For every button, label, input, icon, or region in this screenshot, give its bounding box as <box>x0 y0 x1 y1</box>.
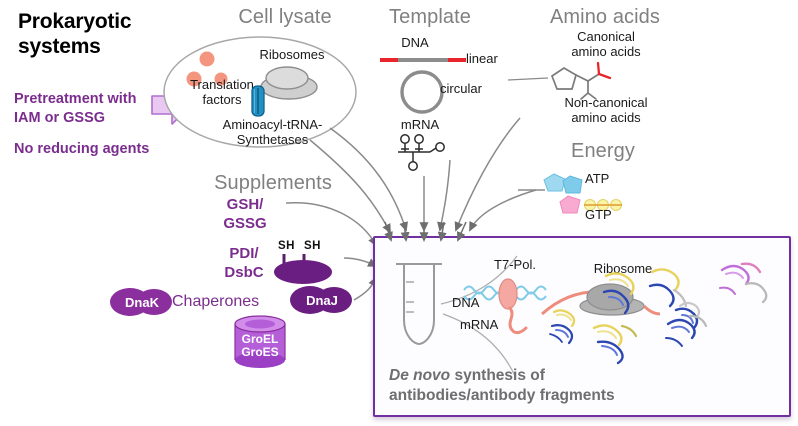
synthetases-line2: Synthetases <box>236 131 309 147</box>
antibody-fragment-icon <box>602 272 635 315</box>
linear-dna-icon <box>380 58 466 62</box>
pdi-line1: PDI/ <box>229 245 259 262</box>
nucleotide-icon <box>543 173 622 214</box>
note-pretreatment-line1: Pretreatment with <box>14 91 137 107</box>
noncanonical-line2: amino acids <box>571 109 641 125</box>
canonical-line2: amino acids <box>571 43 641 59</box>
circular-dna-icon <box>400 70 444 114</box>
note-pretreatment: Pretreatment with IAM or GSSG <box>14 90 164 127</box>
figure-title-line1: Prokaryotic <box>18 10 132 33</box>
reaction-tube-icon <box>396 263 442 346</box>
transcription-icon <box>463 278 547 335</box>
label-gsh-gssg: GSH/ GSSG <box>210 196 280 234</box>
pdi-line2: DsbC <box>224 263 264 281</box>
label-ribosomes: Ribosomes <box>259 47 325 62</box>
caption-line1: De novo synthesis of <box>389 366 689 386</box>
label-reaction-ribosome: Ribosome <box>593 261 653 276</box>
groel-label: GroEL <box>242 332 279 346</box>
dnaj-icon: DnaJ <box>290 286 352 314</box>
translation-factors-line1: Translation <box>190 77 254 92</box>
gsh-line1: GSH/ <box>226 196 264 213</box>
pdi-dsbc-icon <box>274 254 332 284</box>
antibody-colored-icon <box>719 262 768 304</box>
caption-rest: synthesis of <box>450 367 545 384</box>
label-sh-right: SH <box>304 240 321 252</box>
groel-groes-icon: GroEL GroES <box>234 315 286 368</box>
caption-italic: De novo <box>389 367 451 384</box>
label-translation-factors: Translation factors <box>176 77 268 108</box>
dnak-label: DnaK <box>125 295 160 310</box>
gsh-line2: GSSG <box>223 214 267 232</box>
translation-factors-line2: factors <box>202 91 242 107</box>
label-chaperones: Chaperones <box>172 293 260 310</box>
reaction-box <box>373 236 791 417</box>
label-aminoacyl-trna-synthetases: Aminoacyl-tRNA- Synthetases <box>195 117 350 148</box>
label-t7-pol: T7-Pol. <box>494 257 536 272</box>
translation-factor-dots-icon <box>186 51 228 87</box>
trna-synthetase-icon <box>251 85 265 117</box>
box-inlet-arrows <box>384 221 467 242</box>
label-linear: linear <box>466 51 498 66</box>
ribosome-icon <box>260 66 318 100</box>
figure-title-line2: systems <box>18 34 101 58</box>
label-atp: ATP <box>585 171 610 186</box>
label-circular: circular <box>440 81 482 96</box>
amino-acid-structure-icon <box>550 61 612 100</box>
antibody-fragment-icon <box>665 314 708 347</box>
reaction-box-caption: De novo synthesis of antibodies/antibody… <box>389 366 689 406</box>
antibody-fragment-icon <box>549 309 576 345</box>
groes-label: GroES <box>241 345 278 359</box>
label-canonical-amino-acids: Canonical amino acids <box>527 29 685 60</box>
label-gtp: GTP <box>585 207 612 222</box>
note-pretreatment-line2: IAM or GSSG <box>14 109 106 126</box>
section-heading-cell-lysate: Cell lysate <box>238 6 332 28</box>
dnak-icon: DnaK <box>110 288 172 316</box>
label-noncanonical-amino-acids: Non-canonical amino acids <box>527 95 685 126</box>
synthetases-line1: Aminoacyl-tRNA- <box>222 117 323 132</box>
canonical-line1: Canonical <box>577 29 635 44</box>
section-heading-supplements: Supplements <box>214 172 332 194</box>
note-no-reducing-agents: No reducing agents <box>14 141 150 157</box>
section-heading-template: Template <box>389 6 471 28</box>
figure-title: Prokaryotic systems <box>18 10 188 60</box>
label-pdi-dsbc: PDI/ DsbC <box>208 245 280 283</box>
label-mrna: mRNA <box>400 117 440 132</box>
label-reaction-dna: DNA <box>452 295 480 310</box>
magnifier-guides <box>440 255 518 377</box>
antibody-full-icon <box>648 268 701 330</box>
section-heading-amino-acids: Amino acids <box>549 6 661 28</box>
label-sh-left: SH <box>278 240 295 252</box>
dnaj-label: DnaJ <box>306 293 338 308</box>
noncanonical-line1: Non-canonical <box>564 95 648 110</box>
caption-line2: antibodies/antibody fragments <box>389 387 615 405</box>
mrna-hairpin-icon <box>398 134 445 171</box>
label-reaction-mrna: mRNA <box>460 317 499 332</box>
section-heading-energy: Energy <box>571 140 635 162</box>
label-dna: DNA <box>401 35 429 50</box>
antibody-fragment-icon <box>592 324 638 365</box>
